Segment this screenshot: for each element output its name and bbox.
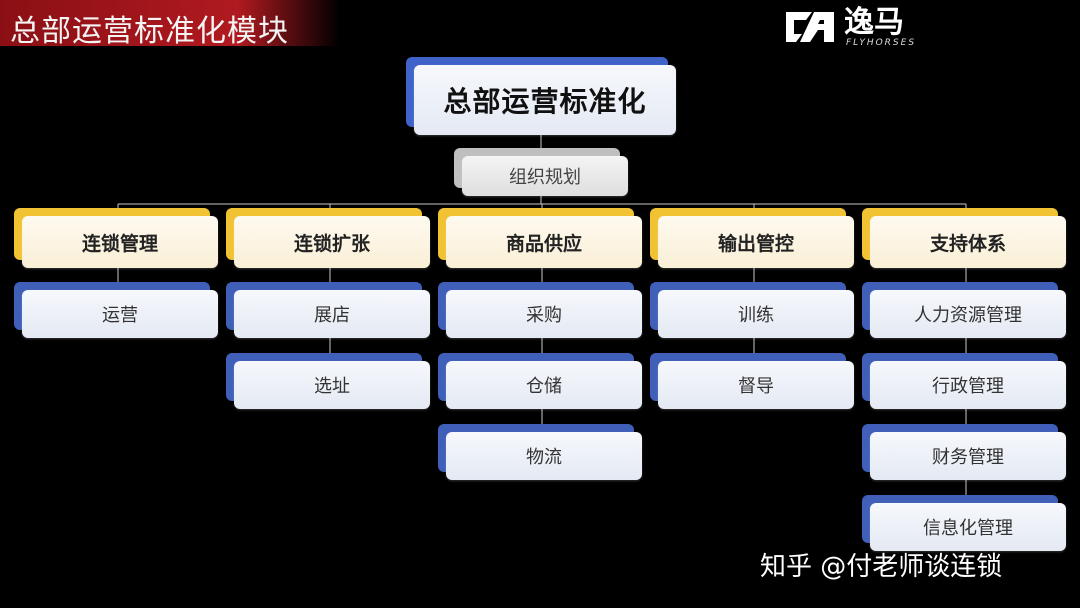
root-node-label: 总部运营标准化 <box>414 65 676 135</box>
logo-name-cn: 逸马 <box>844 5 904 40</box>
category-label: 连锁扩张 <box>234 216 430 268</box>
org-planning-node: 组织规划 <box>454 148 628 196</box>
item-node: 信息化管理 <box>862 495 1066 551</box>
title-banner: 总部运营标准化模块 <box>0 0 340 49</box>
item-label: 行政管理 <box>870 361 1066 409</box>
item-node: 财务管理 <box>862 424 1066 480</box>
item-node: 督导 <box>650 353 854 409</box>
item-label: 财务管理 <box>870 432 1066 480</box>
category-label: 连锁管理 <box>22 216 218 268</box>
org-planning-label: 组织规划 <box>462 156 628 196</box>
category-label: 输出管控 <box>658 216 854 268</box>
logo-mark-icon <box>786 12 834 42</box>
category-node: 输出管控 <box>650 208 854 268</box>
root-node: 总部运营标准化 <box>406 57 676 135</box>
item-node: 物流 <box>438 424 642 480</box>
item-label: 展店 <box>234 290 430 338</box>
item-label: 运营 <box>22 290 218 338</box>
item-label: 信息化管理 <box>870 503 1066 551</box>
item-label: 选址 <box>234 361 430 409</box>
category-node: 支持体系 <box>862 208 1066 268</box>
item-label: 仓储 <box>446 361 642 409</box>
watermark: 知乎 @付老师谈连锁 <box>760 552 1003 582</box>
item-node: 训练 <box>650 282 854 338</box>
item-node: 运营 <box>14 282 218 338</box>
category-label: 商品供应 <box>446 216 642 268</box>
item-node: 展店 <box>226 282 430 338</box>
category-node: 连锁扩张 <box>226 208 430 268</box>
item-label: 训练 <box>658 290 854 338</box>
item-node: 采购 <box>438 282 642 338</box>
logo-name-en: FLYHORSES <box>846 38 917 48</box>
category-node: 商品供应 <box>438 208 642 268</box>
category-label: 支持体系 <box>870 216 1066 268</box>
item-node: 人力资源管理 <box>862 282 1066 338</box>
item-label: 督导 <box>658 361 854 409</box>
item-label: 人力资源管理 <box>870 290 1066 338</box>
item-label: 采购 <box>446 290 642 338</box>
category-node: 连锁管理 <box>14 208 218 268</box>
brand-logo: 逸马 FLYHORSES <box>782 6 932 48</box>
item-node: 选址 <box>226 353 430 409</box>
item-node: 仓储 <box>438 353 642 409</box>
page-title: 总部运营标准化模块 <box>10 14 289 49</box>
item-node: 行政管理 <box>862 353 1066 409</box>
item-label: 物流 <box>446 432 642 480</box>
